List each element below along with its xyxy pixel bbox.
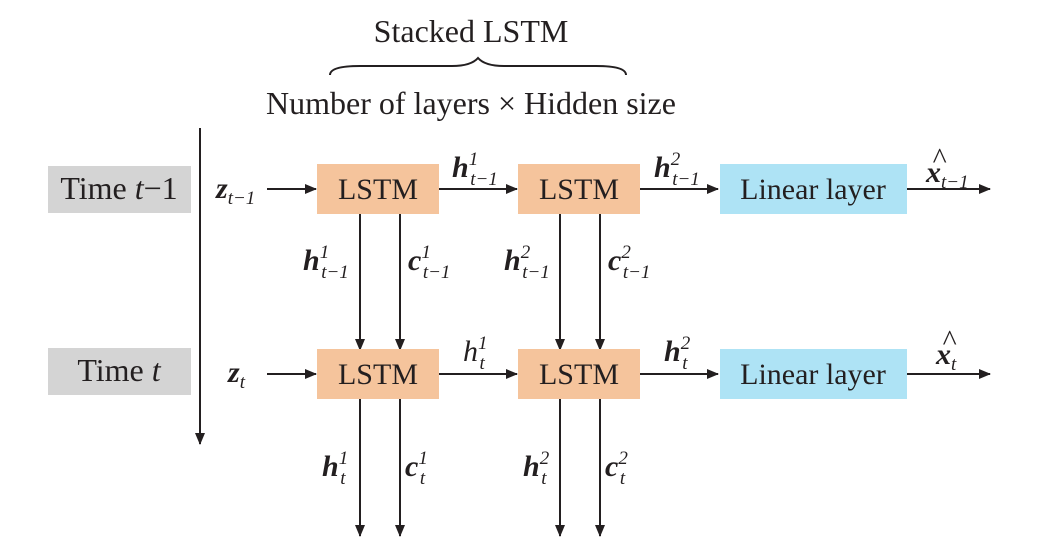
title-brace (329, 56, 627, 76)
lstm-box-layer1 (317, 164, 439, 214)
diagram-title: Stacked LSTM (374, 13, 569, 49)
lstm-label: LSTM (539, 173, 619, 206)
linear-layer-label: Linear layer (740, 173, 886, 206)
linear-layer-box (720, 349, 907, 399)
lstm-label: LSTM (338, 173, 418, 206)
lstm-box-layer1 (317, 349, 439, 399)
lstm-box-layer2 (518, 164, 640, 214)
time-label: Time t (77, 352, 161, 388)
lstm-box-layer2 (518, 349, 640, 399)
diagram-subtitle: Number of layers × Hidden size (266, 85, 676, 121)
linear-layer-label: Linear layer (740, 358, 886, 391)
output-label: xt (935, 338, 957, 375)
time-label-box (48, 348, 191, 395)
lstm-label: LSTM (338, 358, 418, 391)
time-label-box (48, 166, 191, 213)
output-label: xt−1 (925, 156, 969, 193)
lstm-label: LSTM (539, 358, 619, 391)
input-z-label: zt−1 (215, 172, 255, 209)
output-hat: ^ (942, 324, 957, 357)
linear-layer-box (720, 164, 907, 214)
input-z-label: zt (227, 356, 246, 393)
time-label: Time t−1 (60, 170, 177, 206)
output-hat: ^ (932, 142, 947, 175)
